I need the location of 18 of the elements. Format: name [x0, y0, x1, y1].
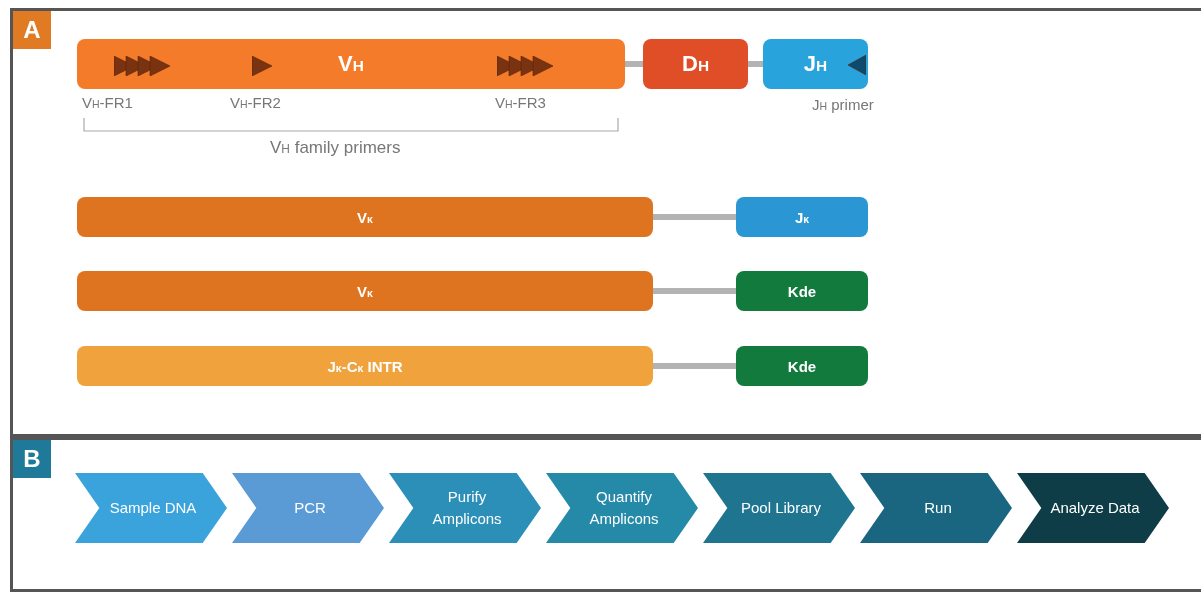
connector-line — [653, 288, 736, 294]
process-step: PCR — [232, 473, 384, 543]
panel-frame — [10, 437, 1201, 592]
connector-line — [625, 61, 643, 67]
panel-label: B — [13, 440, 51, 478]
process-step: Analyze Data — [1017, 473, 1169, 543]
process-step: Purify Amplicons — [389, 473, 541, 543]
connector-line — [748, 61, 763, 67]
gene-segment-bar: Kde — [736, 271, 868, 311]
process-step: Quantify Amplicons — [546, 473, 698, 543]
gene-segment-bar: Kde — [736, 346, 868, 386]
panel-label: A — [13, 11, 51, 49]
process-step: Sample DNA — [75, 473, 227, 543]
process-step: Run — [860, 473, 1012, 543]
panel-frame — [10, 8, 1201, 437]
connector-line — [653, 214, 736, 220]
process-step: Pool Library — [703, 473, 855, 543]
connector-line — [653, 363, 736, 369]
